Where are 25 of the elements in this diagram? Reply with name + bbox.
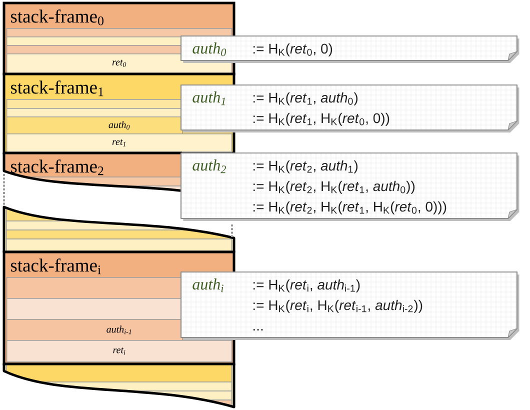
stack-slot — [6, 36, 183, 46]
variable-name: auth$_{i}$ — [192, 278, 224, 292]
equation-line: := H$_{K}$(ret$_{i}$, H$_{K}$(ret$_{i-1}$, auth$_{i-2}$)) — [254, 300, 422, 313]
stack-slot: ret$_{i}$ — [6, 340, 232, 362]
equation-line: := H$_{K}$(ret$_{1}$, auth$_{0}$) — [254, 92, 358, 106]
stack-slot: auth$_{0}$ — [6, 116, 183, 134]
stack-slot — [6, 45, 183, 54]
stack-slot — [6, 298, 183, 320]
equation-line: := H$_{K}$(ret$_{2}$, H$_{K}$(ret$_{1}$, auth$_{0}$)) — [254, 180, 415, 194]
stack-slot — [6, 99, 183, 109]
stack-slot — [6, 277, 183, 299]
torn-stack-segment — [2, 362, 236, 408]
equation-line: := H$_{K}$(ret$_{i}$, auth$_{i-1}$) — [254, 279, 360, 292]
variable-name: auth$_{1}$ — [192, 91, 226, 106]
stack-slot: ret$_{1}$ — [6, 134, 232, 152]
stack-slot — [6, 108, 183, 118]
stack-slot: auth$_{i-1}$ — [6, 319, 183, 341]
equation-line: ... — [254, 329, 263, 330]
equation-line: := H$_{K}$(ret$_{2}$, auth$_{1}$) — [254, 160, 358, 174]
equation-line: := H$_{K}$(ret$_{2}$, H$_{K}$(ret$_{1}$, H$_{K}$(ret$_{0}$, 0))) — [254, 201, 446, 214]
stack-slot — [6, 28, 232, 38]
variable-name: auth$_{2}$ — [192, 159, 226, 174]
equation-line: := H$_{K}$(ret$_{0}$, 0) — [254, 43, 332, 56]
equation-line: := H$_{K}$(ret$_{1}$, H$_{K}$(ret$_{0}$, 0)) — [254, 112, 390, 126]
variable-name: auth$_{0}$ — [192, 42, 226, 56]
